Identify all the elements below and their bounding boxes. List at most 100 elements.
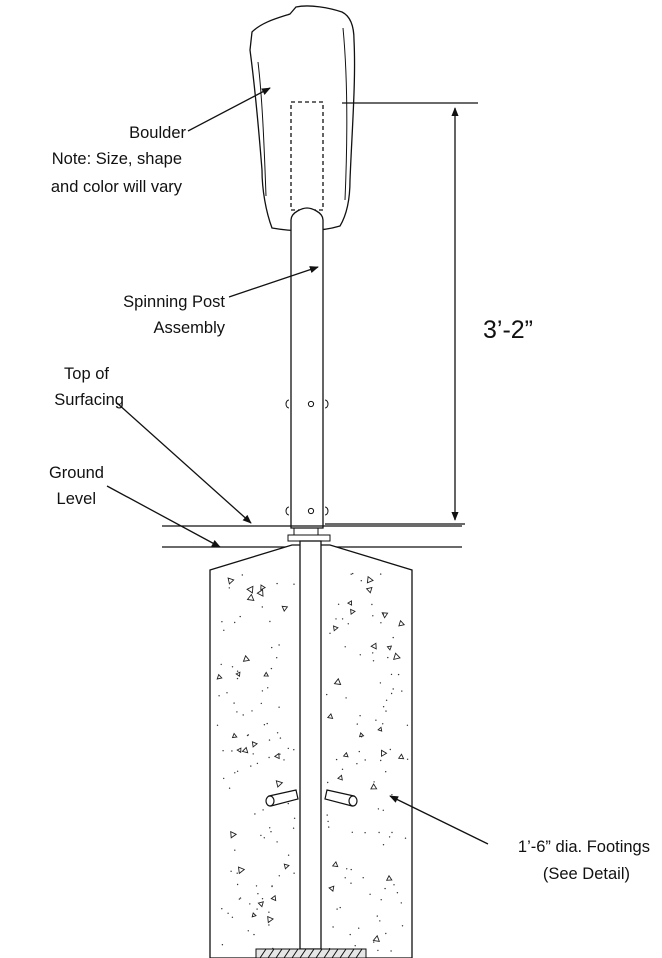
concrete-aggregate — [366, 575, 374, 584]
concrete-speck — [373, 781, 375, 783]
concrete-speck — [234, 772, 236, 774]
concrete-speck — [385, 771, 387, 773]
concrete-speck — [347, 623, 349, 625]
concrete-speck — [260, 834, 262, 837]
concrete-speck — [382, 844, 385, 846]
concrete-speck — [327, 820, 329, 823]
concrete-speck — [263, 724, 266, 726]
concrete-speck — [391, 831, 393, 834]
concrete-speck — [396, 892, 399, 894]
concrete-speck — [380, 573, 382, 575]
concrete-speck — [356, 723, 358, 725]
concrete-aggregate — [365, 586, 373, 594]
concrete-aggregate — [231, 732, 238, 739]
height-dimension — [325, 102, 478, 525]
concrete-speck — [247, 930, 249, 932]
embedded-rod — [255, 540, 367, 958]
concrete-speck — [251, 710, 253, 712]
concrete-speck — [223, 629, 225, 631]
concrete-speck — [401, 690, 403, 692]
surfacing-leader — [116, 402, 252, 524]
concrete-speck — [256, 762, 259, 765]
concrete-speck — [392, 636, 394, 639]
concrete-speck — [270, 667, 273, 670]
boulder-shape — [249, 5, 356, 232]
concrete-speck — [236, 677, 239, 680]
concrete-speck — [236, 670, 239, 672]
concrete-speck — [391, 794, 393, 796]
concrete-speck — [359, 654, 361, 656]
concrete-speck — [339, 906, 341, 909]
concrete-speck — [388, 836, 391, 838]
concrete-speck — [372, 615, 374, 617]
concrete-speck — [359, 715, 361, 717]
concrete-speck — [385, 699, 388, 701]
ground-leader — [106, 485, 221, 548]
concrete-aggregate — [237, 866, 246, 875]
concrete-speck — [223, 777, 225, 780]
concrete-speck — [228, 587, 230, 589]
concrete-speck — [287, 802, 289, 805]
concrete-aggregate — [333, 677, 342, 686]
concrete-aggregate — [337, 774, 343, 781]
concrete-speck — [246, 734, 249, 737]
concrete-speck — [221, 944, 224, 946]
concrete-speck — [267, 687, 269, 689]
concrete-speck — [328, 826, 330, 828]
concrete-speck — [236, 711, 238, 713]
concrete-speck — [400, 902, 402, 904]
boulder-label: Boulder — [129, 124, 186, 142]
concrete-aggregate — [242, 654, 251, 662]
concrete-speck — [350, 882, 352, 884]
concrete-speck — [373, 941, 375, 943]
concrete-speck — [382, 809, 384, 811]
concrete-speck — [335, 618, 337, 620]
concrete-speck — [268, 739, 271, 741]
concrete-aggregate — [350, 608, 356, 616]
concrete-speck — [221, 908, 223, 910]
concrete-speck — [241, 574, 243, 576]
concrete-aggregate — [267, 915, 274, 924]
concrete-speck — [236, 872, 238, 874]
concrete-speck — [341, 618, 344, 620]
concrete-speck — [231, 750, 233, 752]
concrete-aggregate — [381, 612, 389, 619]
concrete-speck — [406, 724, 409, 726]
concrete-speck — [349, 933, 351, 936]
concrete-speck — [268, 911, 270, 913]
concrete-aggregate — [393, 652, 401, 661]
concrete-speck — [345, 697, 347, 699]
concrete-speck — [397, 673, 400, 676]
concrete-speck — [263, 837, 265, 839]
height-dimension-label: 3’-2” — [483, 316, 533, 344]
post-label-line-2: Assembly — [153, 319, 225, 337]
concrete-speck — [326, 693, 328, 696]
concrete-aggregate — [227, 577, 235, 585]
concrete-speck — [380, 899, 382, 901]
concrete-aggregate — [216, 673, 223, 680]
concrete-speck — [390, 950, 392, 952]
concrete-aggregate — [230, 830, 238, 839]
concrete-speck — [220, 663, 222, 666]
boulder-note-line-1: Note: Size, shape — [52, 150, 182, 168]
concrete-speck — [393, 884, 395, 886]
concrete-speck — [256, 908, 258, 910]
ground-label-line-2: Level — [57, 490, 96, 508]
concrete-aggregate — [260, 584, 267, 591]
concrete-aggregate — [397, 753, 405, 760]
concrete-speck — [228, 787, 231, 789]
concrete-aggregate — [256, 588, 264, 597]
concrete-speck — [293, 872, 295, 874]
concrete-speck — [283, 759, 285, 761]
concrete-speck — [344, 646, 346, 648]
concrete-speck — [293, 749, 295, 751]
ground-label-line-1: Ground — [49, 464, 104, 482]
concrete-speck — [261, 898, 264, 900]
concrete-speck — [362, 877, 364, 879]
footing-leader — [389, 795, 489, 845]
concrete-speck — [266, 722, 268, 725]
concrete-speck — [380, 759, 382, 762]
footing-label-line-1: 1’-6” dia. Footings — [518, 838, 650, 856]
post-leader — [228, 266, 319, 298]
